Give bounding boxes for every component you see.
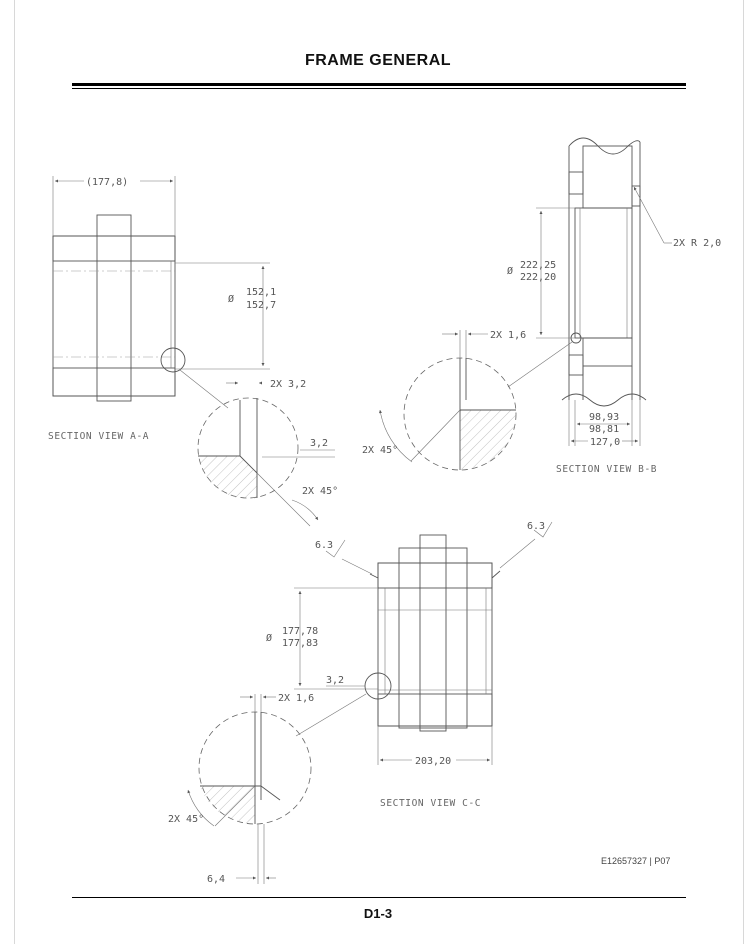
- a-section-label: SECTION VIEW A-A: [48, 431, 149, 442]
- c-chamfer-width: 2X 1,6: [278, 693, 314, 704]
- a-bottom-wall: [52, 367, 176, 397]
- a-detail-callout: [160, 347, 186, 373]
- c-body-outline: [377, 562, 493, 727]
- b-detail-callout: [570, 332, 582, 344]
- a-chamfer-width: 2X 3,2: [270, 379, 306, 390]
- c-bore-lower: 177,83: [282, 638, 318, 649]
- b-bore-lower: 222,20: [520, 272, 556, 283]
- b-diameter-symbol: Ø: [507, 265, 513, 277]
- b-bore-upper: 222,25: [520, 260, 556, 271]
- c-bore-upper: 177,78: [282, 626, 318, 637]
- b-chamfer-angle: 2X 45°: [362, 445, 398, 456]
- c-section-label: SECTION VIEW C-C: [380, 798, 481, 809]
- a-detail-circle: [197, 397, 299, 499]
- a-bore-lower: 152,7: [246, 300, 276, 311]
- c-detail-callout: [364, 672, 392, 700]
- c-roughness-left: 6.3: [315, 540, 333, 551]
- a-diameter-symbol: Ø: [228, 293, 234, 305]
- c-chamfer-depth: 3,2: [326, 675, 344, 686]
- c-detail-width: 6,4: [207, 874, 225, 885]
- page-title: FRAME GENERAL: [304, 52, 452, 69]
- a-chamfer-depth: 3,2: [310, 438, 328, 449]
- b-section-label: SECTION VIEW B-B: [556, 464, 657, 475]
- a-body-outline: [52, 235, 176, 397]
- page-number: D1-3: [363, 906, 393, 921]
- drawing-reference: E12657327 | P07: [601, 856, 670, 866]
- c-roughness-right: 6.3: [527, 521, 545, 532]
- a-chamfer-angle: 2X 45°: [302, 486, 338, 497]
- b-chamfer-width: 2X 1,6: [490, 330, 526, 341]
- a-bore-upper: 152,1: [246, 287, 276, 298]
- a-width-dim: (177,8): [86, 177, 128, 188]
- a-collar: [96, 214, 132, 402]
- footer-rule: [72, 897, 686, 898]
- header-rule-thin: [72, 88, 686, 89]
- section-view-b: Ø 222,25 222,20 2X R 2,0 2X 45° 2X 1,6 9…: [362, 137, 721, 475]
- page-border: [14, 0, 744, 944]
- b-width-upper: 98,93: [589, 412, 619, 423]
- b-overall-width: 127,0: [590, 437, 620, 448]
- header-rule-thick: [72, 83, 686, 86]
- a-top-wall: [52, 235, 176, 262]
- c-width-dim: 203,20: [415, 756, 451, 767]
- b-radius: 2X R 2,0: [673, 238, 721, 249]
- section-view-c: 6.3 6.3 Ø 177,78 177,83 3,2 203,20 2X 45…: [168, 521, 553, 885]
- c-diameter-symbol: Ø: [266, 632, 272, 644]
- section-view-a: (177,8) Ø 152,1 152,7 2X 3,2 3,2 2X 45° …: [48, 176, 338, 527]
- b-width-lower: 98,81: [589, 424, 619, 435]
- c-chamfer-angle: 2X 45°: [168, 814, 204, 825]
